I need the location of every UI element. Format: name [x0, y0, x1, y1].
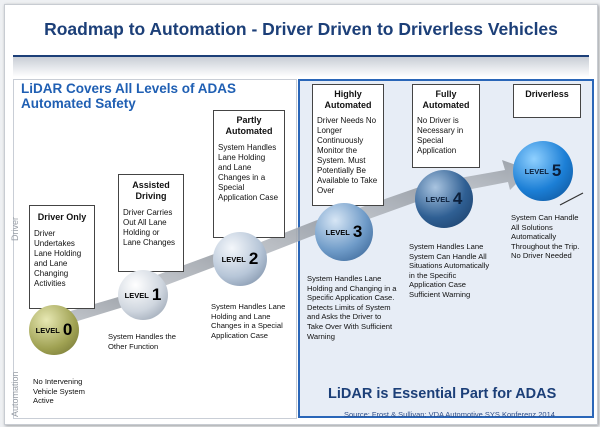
level1-number: 1: [151, 285, 162, 304]
level1-system: System Handles the Other Function: [108, 332, 176, 351]
lidar-heading-line1: LiDAR Covers All Levels of ADAS: [21, 81, 237, 96]
page-title: Roadmap to Automation - Driver Driven to…: [44, 19, 558, 39]
level0-number: 0: [62, 320, 73, 339]
level1-card: Assisted Driving Driver Carries Out All …: [118, 174, 184, 272]
level5-heading: Driverless: [525, 89, 569, 99]
level4-word: LEVEL: [425, 194, 450, 204]
level0-heading: Driver Only: [37, 212, 87, 222]
level1-word: LEVEL: [124, 290, 149, 300]
roadmap-slide: Roadmap to Automation - Driver Driven to…: [4, 4, 598, 425]
level0-system: No Intervening Vehicle System Active: [33, 377, 85, 406]
level2-system: System Handles Lane Holding and Lane Cha…: [211, 302, 286, 340]
level3-number: 3: [352, 222, 363, 241]
level5-card: Driverless: [513, 84, 581, 118]
level3-card: Highly Automated Driver Needs No Longer …: [312, 84, 384, 206]
level5-system: System Can Handle All Solutions Automati…: [511, 213, 580, 261]
level2-card: Partly Automated System Handles Lane Hol…: [213, 110, 285, 238]
title-shadow-band: [13, 57, 589, 77]
level2-description: System Handles Lane Holding and Lane Cha…: [218, 143, 279, 202]
level0-card: Driver Only Driver Undertakes Lane Holdi…: [29, 205, 95, 309]
level2-badge: LEVEL 2: [213, 232, 267, 286]
level3-word: LEVEL: [325, 227, 350, 237]
source-note: Source: Frost & Sullivan; VDA Automotive…: [344, 410, 555, 419]
level4-system: System Handles Lane System Can Handle Al…: [409, 242, 490, 299]
level0-word: LEVEL: [35, 325, 60, 335]
level3-badge: LEVEL 3: [315, 203, 373, 261]
title-divider: [13, 55, 589, 57]
level2-number: 2: [248, 249, 259, 268]
level3-heading: Highly Automated: [324, 89, 372, 110]
level3-system: System Handles Lane Holding and Changing…: [307, 274, 397, 341]
lidar-coverage-heading: LiDAR Covers All Levels of ADAS Automate…: [21, 81, 236, 111]
level5-word: LEVEL: [524, 166, 549, 176]
level3-description: Driver Needs No Longer Continuously Moni…: [317, 116, 378, 195]
lidar-essential-caption: LiDAR is Essential Part for ADAS: [328, 386, 557, 402]
level4-badge: LEVEL 4: [415, 170, 473, 228]
level2-word: LEVEL: [221, 254, 246, 264]
level4-number: 4: [452, 189, 463, 208]
level5-number: 5: [551, 161, 562, 180]
level5-badge: LEVEL 5: [513, 141, 573, 201]
level0-badge: LEVEL 0: [29, 305, 79, 355]
lidar-heading-line2: Automated Safety: [21, 96, 136, 111]
level4-description: No Driver is Necessary in Special Applic…: [417, 116, 464, 155]
level4-card: Fully Automated No Driver is Necessary i…: [412, 84, 480, 168]
step-arrow-tail: [559, 192, 584, 206]
level0-description: Driver Undertakes Lane Holding and Lane …: [34, 229, 82, 288]
level1-heading: Assisted Driving: [132, 180, 170, 201]
level2-heading: Partly Automated: [225, 115, 273, 136]
level1-description: Driver Carries Out All Lane Holding or L…: [123, 208, 176, 247]
level1-badge: LEVEL 1: [118, 270, 168, 320]
level4-heading: Fully Automated: [422, 89, 470, 110]
